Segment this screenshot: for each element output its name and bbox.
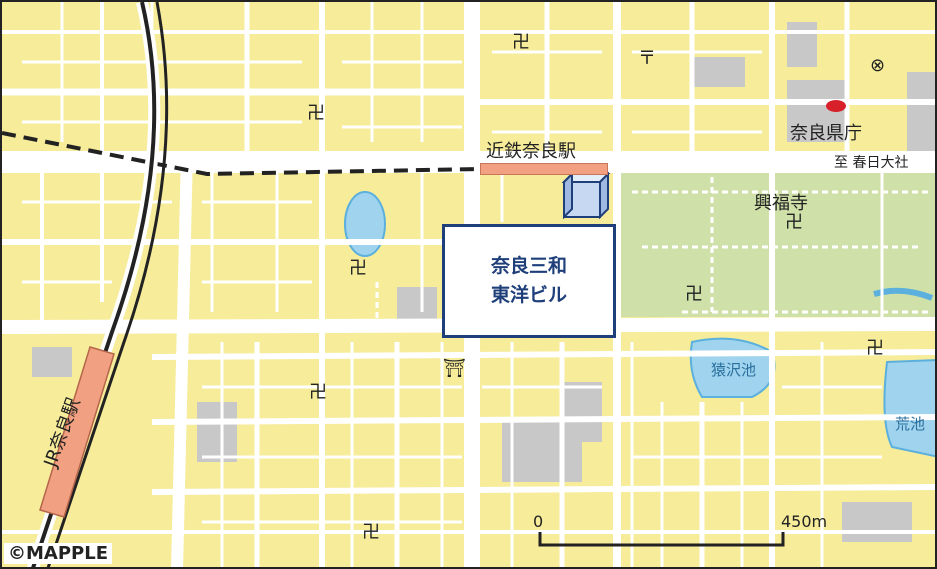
jr-line [27,2,169,567]
building-name-line2: 東洋ビル [490,284,567,306]
ara-pond [883,359,935,458]
temple-icon: 卍 [307,103,325,124]
temple-icon: 卍 [309,382,327,403]
pref-office-marker [826,100,846,112]
copyright-label: ©MAPPLE [4,543,112,564]
scale-bar [538,532,785,547]
pref-office-label: 奈良県庁 [790,123,862,144]
post-office-icon: 〒 [638,48,656,69]
temple-icon: 卍 [362,522,380,543]
kintetsu-line [2,131,481,177]
building-info-box[interactable]: 奈良三和 東洋ビル [442,224,616,338]
temple-icon: 卍 [349,258,367,279]
jr-station: JR奈良駅 [30,347,92,517]
sarusawa-pond-label: 猿沢池 [711,361,757,379]
temple-icon: 卍 [866,338,884,359]
shrine-icon: ⛩ [443,358,466,379]
building-name-line1: 奈良三和 [490,254,567,277]
kasuga-direction-label: 至 春日大社 [834,155,909,171]
scale-start-label: 0 [533,512,544,531]
temple-icon: 卍 [685,284,703,305]
scale-end-label: 450m [781,512,828,531]
jr-station-platform [39,346,115,518]
temple-icon: 卍 [785,212,803,233]
kofukuji-label: 興福寺 [754,193,808,214]
temple-icon: 卍 [512,32,530,53]
kintetsu-station-platform [480,163,608,175]
police-icon: ⊗ [870,55,886,76]
kintetsu-station-label: 近鉄奈良駅 [486,141,576,162]
ara-pond-label: 荒池 [895,415,926,433]
jr-station-label: JR奈良駅 [40,395,85,470]
target-building-icon [561,171,611,220]
pond-north [344,191,386,257]
